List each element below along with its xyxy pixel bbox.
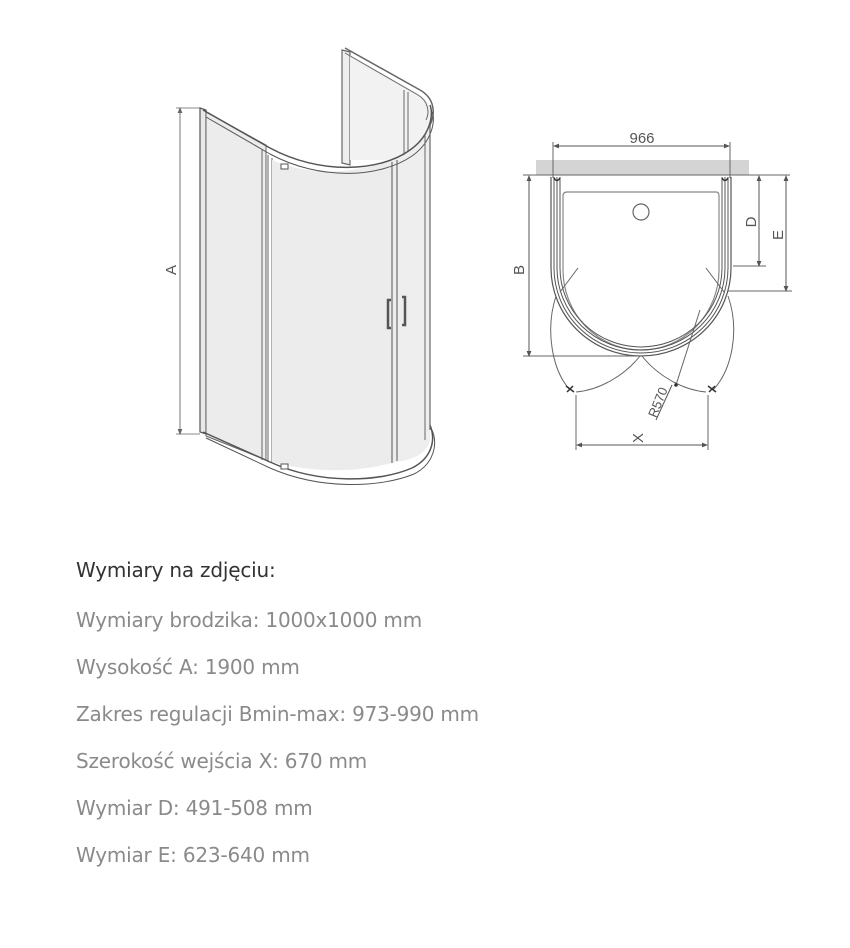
back-panel [341, 47, 434, 166]
drain-icon [632, 203, 650, 221]
spec-entry-width-x: Szerokość wejścia X: 670 mm [76, 749, 368, 773]
dimensions-spec-list: Wymiary na zdjęciu: Wymiary brodzika: 10… [76, 556, 776, 888]
spec-dimension-e: Wymiar E: 623-640 mm [76, 843, 310, 867]
spec-height-a: Wysokość A: 1900 mm [76, 655, 300, 679]
door-pivot-markers [565, 385, 717, 393]
dimension-x-label: X [630, 433, 647, 443]
wall-strip [536, 160, 749, 175]
width-dimension-line [552, 142, 731, 178]
spec-dimension-d: Wymiar D: 491-508 mm [76, 796, 313, 820]
dimension-b-label: B [511, 265, 528, 275]
radius-label: R570 [645, 385, 671, 419]
specs-title: Wymiary na zdjęciu: [76, 558, 276, 582]
dimension-b-line [523, 175, 640, 357]
dimension-x-line [575, 395, 709, 450]
shower-plan-drawing: 966 [511, 130, 792, 450]
product-dimension-figure: A [163, 47, 792, 486]
enclosure-outline [550, 177, 732, 357]
width-dimension-label: 966 [629, 130, 654, 147]
dimension-a-label: A [163, 265, 180, 275]
dimension-d-label: D [743, 216, 760, 227]
door-swing-arcs [550, 267, 735, 393]
spec-tray-size: Wymiary brodzika: 1000x1000 mm [76, 608, 422, 632]
curved-door-panel [202, 104, 436, 486]
dimension-e-line [728, 175, 792, 292]
door-handles-icon [386, 295, 407, 330]
dimension-d-line [733, 175, 766, 267]
shower-perspective-drawing: A [163, 47, 436, 486]
spec-range-b: Zakres regulacji Bmin-max: 973-990 mm [76, 702, 479, 726]
dimension-a-line [176, 107, 200, 435]
dimension-e-label: E [770, 230, 787, 240]
